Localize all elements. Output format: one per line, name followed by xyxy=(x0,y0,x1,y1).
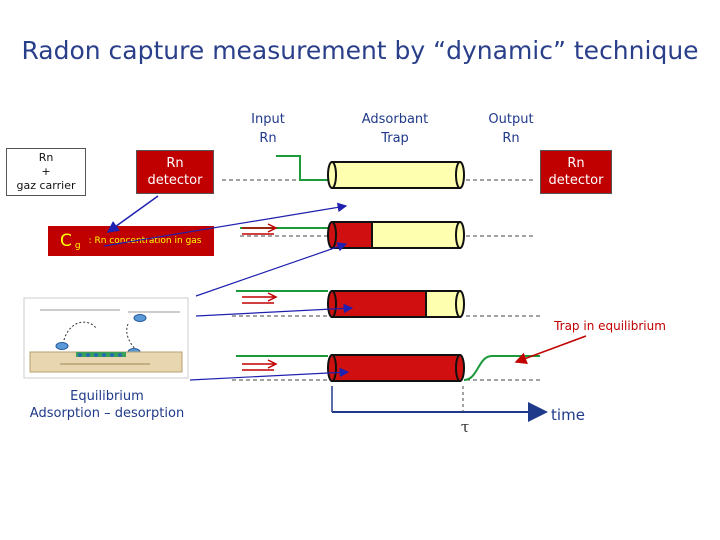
free-section-3 xyxy=(425,290,461,318)
tube-2-right-cap xyxy=(455,221,465,249)
rn-detector-right-box: Rn detector xyxy=(540,150,612,194)
flow-arrow-2 xyxy=(242,223,278,233)
trap-row-2 xyxy=(240,221,536,249)
adsorption-illustration xyxy=(23,297,189,379)
inset-desorption-path xyxy=(63,321,97,341)
flow-arrow-4 xyxy=(242,359,278,371)
saturated-tube-4 xyxy=(331,354,461,382)
inset-to-row2-arrow xyxy=(195,242,348,297)
tube-3-left-cap xyxy=(327,290,337,318)
tube-3-right-cap xyxy=(455,290,465,318)
rn-detector-right-line1: Rn xyxy=(567,156,585,171)
rn-gaz-carrier-box: Rn + gaz carrier xyxy=(6,148,86,196)
inset-adsorbed-molecules xyxy=(78,353,122,357)
output-rn-label-line2: Rn xyxy=(502,131,520,146)
tube-4-left-cap xyxy=(327,354,337,382)
tau-label: τ xyxy=(460,418,470,436)
output-rn-label-line1: Output xyxy=(488,112,534,127)
trap-row-3 xyxy=(232,290,540,318)
rn-gaz-carrier-line3: gaz carrier xyxy=(16,179,76,192)
flow-arrow-3 xyxy=(242,292,278,304)
equilibrium-label-line2: Adsorption – desorption xyxy=(29,406,185,421)
adsorbant-trap-tube-1 xyxy=(331,161,461,189)
adsorbant-trap-label-line1: Adsorbant xyxy=(361,112,429,127)
rn-gaz-carrier-line1: Rn xyxy=(38,151,54,164)
cg-subscript: g xyxy=(74,241,81,251)
output-rn-label: Output Rn xyxy=(481,110,541,148)
cg-to-row1-arrow xyxy=(103,202,348,247)
tube-2-left-cap xyxy=(327,221,337,249)
rn-detector-right-line2: detector xyxy=(548,173,604,188)
adsorbant-trap-label: Adsorbant Trap xyxy=(350,110,440,148)
detector-to-cg-arrow xyxy=(106,195,159,233)
input-rn-label-line1: Input xyxy=(251,112,285,127)
rn-detector-left-line2: detector xyxy=(147,173,203,188)
page-title: Radon capture measurement by “dynamic” t… xyxy=(21,36,699,65)
trap-row-1 xyxy=(222,155,536,189)
inset-to-row4-arrow xyxy=(189,367,350,381)
equilibrium-pointer-arrow xyxy=(514,335,587,364)
input-step-signal xyxy=(276,155,330,181)
saturated-section-2 xyxy=(331,221,373,249)
adsorbant-trap-label-line2: Trap xyxy=(381,131,409,146)
inset-molecule-1 xyxy=(55,342,69,350)
inset-molecule-2 xyxy=(133,314,147,322)
input-rn-label: Input Rn xyxy=(238,110,298,148)
breakthrough-curve xyxy=(463,355,540,381)
inset-adsorbed-layer xyxy=(76,352,126,357)
tube-4-right-cap xyxy=(455,354,465,382)
tube-1-left-cap xyxy=(327,161,337,189)
cg-symbol: C xyxy=(60,231,72,251)
rn-detector-left-line1: Rn xyxy=(166,156,184,171)
equilibrium-label-line1: Equilibrium xyxy=(70,389,144,404)
rn-gaz-carrier-line2: + xyxy=(41,165,51,178)
tube-1-right-cap xyxy=(455,161,465,189)
input-rn-label-line2: Rn xyxy=(259,131,277,146)
free-section-2 xyxy=(371,221,461,249)
time-label: time xyxy=(551,406,585,424)
saturated-section-3 xyxy=(331,290,427,318)
trap-row-4 xyxy=(232,354,540,382)
trap-equilibrium-label: Trap in equilibrium xyxy=(554,319,666,333)
rn-detector-left-box: Rn detector xyxy=(136,150,214,194)
cg-description: : Rn concentration in gas xyxy=(88,236,202,246)
inset-to-row3-arrow xyxy=(195,303,354,317)
equilibrium-label: Equilibrium Adsorption – desorption xyxy=(22,388,192,422)
